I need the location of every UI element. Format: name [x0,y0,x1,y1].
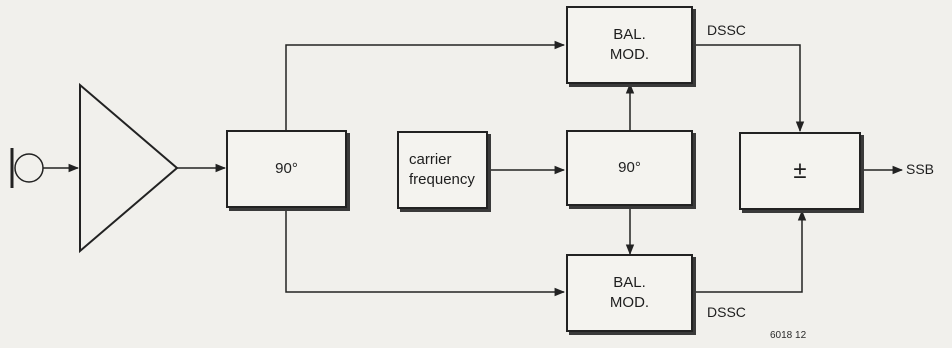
balanced-modulator-bottom-label: BAL. MOD. [609,274,650,311]
phase-shift-90-carrier-block: 90° [566,130,693,206]
dssc-top-line [693,44,805,133]
amplifier-triangle [79,82,179,254]
phase-shift-90-audio-block: 90° [226,130,347,208]
ssb-output-label: SSB [906,161,935,177]
adder-subtractor-block: ± [739,132,861,210]
dssc-bottom-label: DSSC [707,304,746,320]
carrier-frequency-label: carrier frequency [409,151,475,188]
phase-to-balmod-top-line [285,40,566,130]
phase-to-balmod-bottom-line [285,208,566,297]
dssc-top-label: DSSC [707,22,746,38]
carrier-frequency-block: carrier frequency [397,131,488,209]
dssc-bottom-line [693,209,807,293]
figure-number: 6018 12 [770,330,807,341]
phase-shift-90-audio-label: 90° [275,160,298,177]
balanced-modulator-top-label: BAL. MOD. [609,26,650,63]
balanced-modulator-bottom-block: BAL. MOD. [566,254,693,332]
plus-minus-label: ± [793,157,807,184]
microphone-icon [10,148,44,188]
balanced-modulator-top-block: BAL. MOD. [566,6,693,84]
phase-shift-90-carrier-label: 90° [618,159,641,176]
